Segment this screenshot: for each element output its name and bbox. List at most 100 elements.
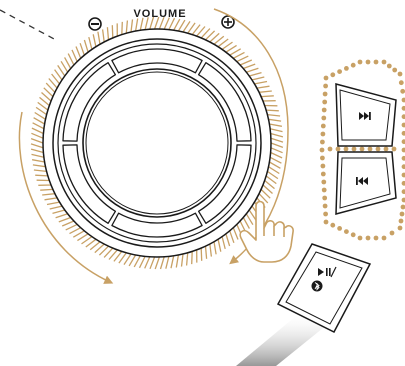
knurl-tick [196,26,206,37]
knurl-tick [229,230,235,244]
leader-line [0,9,57,41]
knurl-tick [118,252,127,264]
knurl-tick [232,227,239,240]
highlight-dot [367,146,373,152]
knurl-tick [269,161,281,169]
knurl-tick [71,49,78,62]
knurl-tick [177,19,186,32]
knurl-tick [30,137,44,144]
previous-track-button[interactable] [335,151,397,215]
knurl-tick [221,236,226,250]
knurl-tick [31,127,44,135]
knurl-tick [125,20,129,34]
knurl-tick [260,188,271,199]
knurl-tick [170,255,175,269]
knurl-tick [101,29,105,43]
knurl-tick [111,25,114,38]
knurl-tick [270,151,283,159]
highlight-dot [401,147,405,153]
knurl-tick [153,16,160,30]
knurl-tick [57,65,66,77]
highlight-dot [350,232,356,238]
highlight-dot [323,83,328,89]
highlight-dot [320,171,326,177]
grip-slot [197,144,252,224]
knurl-tick [37,101,49,111]
highlight-dot [401,122,405,128]
highlight-dot [392,67,398,73]
highlight-dot [321,107,327,113]
knurl-tick [130,19,134,33]
knurl-tick [256,85,270,89]
knurl-tick [108,249,118,260]
knurl-tick [35,106,47,116]
knurl-tick [204,246,208,259]
grip-slot [111,48,203,74]
highlight-dot [386,63,392,69]
knurl-tick [239,59,253,66]
track-buttons-highlight [319,59,405,241]
knurl-tick [39,96,50,107]
highlight-dot [401,164,405,170]
knurl-tick [225,233,231,247]
highlight-dot [389,230,395,236]
knurl-tick [270,142,284,149]
knurl-tick [180,253,184,267]
knurl-tick [33,169,47,173]
knurl-tick [30,143,44,149]
knurl-tick [217,239,222,252]
knurl-tick [236,55,249,63]
knurl-tick [32,164,46,168]
highlight-dot [320,155,325,161]
knurl-tick [249,71,262,77]
knurl-tick [33,117,45,125]
knurl-tick [267,113,281,117]
highlight-dot [335,146,341,152]
knurl-tick [69,227,82,235]
knurl-tick [48,78,58,89]
highlight-dot [375,146,381,152]
highlight-dot [365,59,371,65]
knurl-tick [159,256,165,270]
knurl-tick [154,256,161,270]
knurl-tick [32,122,45,130]
knurl-tick [200,28,211,39]
knurl-tick [213,241,217,255]
volume-plus-icon[interactable] [221,15,235,29]
knurl-tick [158,16,165,30]
knurl-tick [30,148,44,154]
highlight-dot [401,114,405,120]
knurl-tick [144,17,149,30]
highlight-dot [320,163,326,169]
highlight-dot [383,146,389,152]
knurl-tick [128,254,137,267]
knurl-tick [185,252,189,266]
next-track-button[interactable] [335,83,397,147]
knurl-tick [51,73,61,85]
knurl-tick [83,39,89,53]
highlight-dot [397,225,403,231]
highlight-dot [319,147,325,153]
knurl-tick [61,220,75,227]
knurl-tick [266,109,279,112]
knurl-tick [200,248,203,261]
volume-dial[interactable] [30,16,284,270]
knurl-tick [72,230,85,238]
highlight-dot [401,180,405,186]
highlight-dot [322,203,328,209]
highlight-dot [350,62,356,68]
play-pause-bluetooth-icon [311,266,337,292]
dial-grip-slots [62,48,252,238]
knurl-tick [89,241,101,251]
play-pause-bluetooth-button[interactable] [276,243,372,333]
volume-minus-icon[interactable] [88,17,102,31]
knurl-tick [246,67,259,73]
knurl-tick [43,87,54,98]
highlight-dot [397,71,403,77]
highlight-dot [398,218,404,224]
highlight-dot [391,146,397,152]
knurl-tick [259,90,272,93]
knurl-tick [88,36,93,50]
knurl-tick [98,245,109,256]
